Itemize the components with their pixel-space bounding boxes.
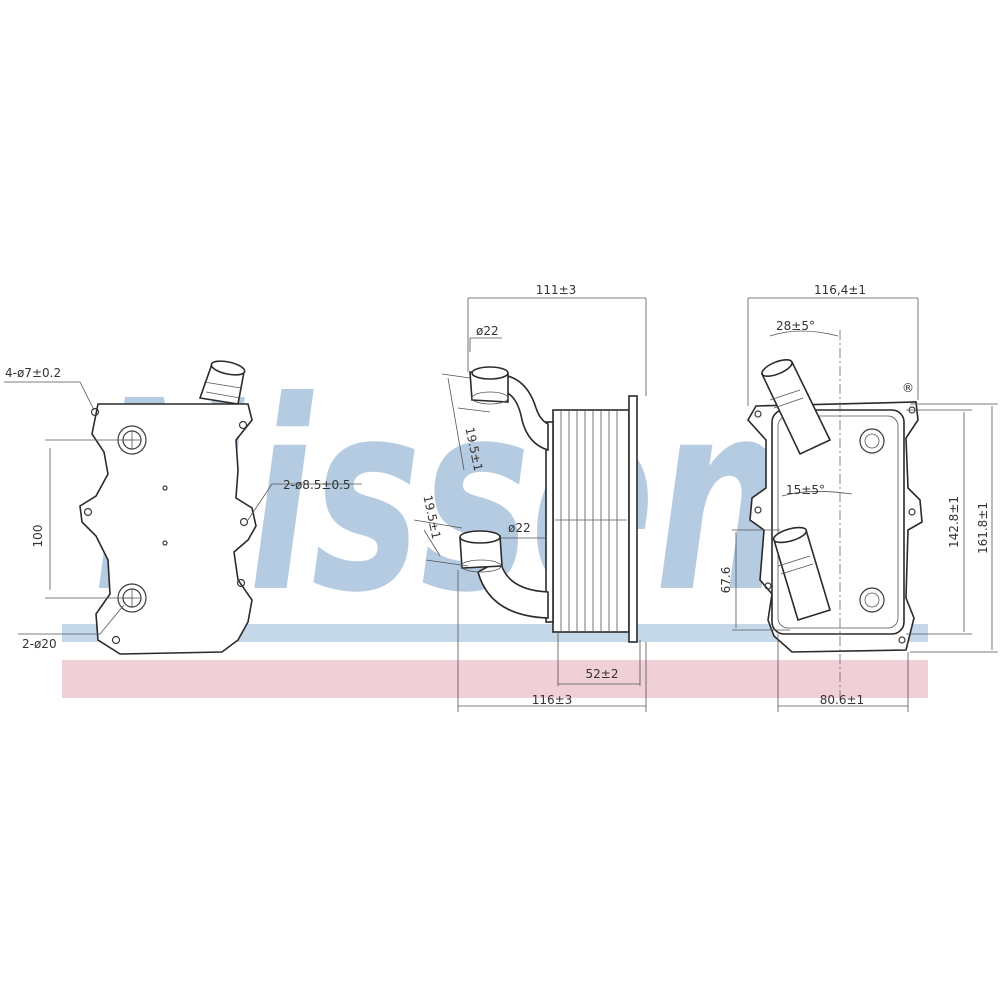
front-ports-label: 2-ø20 xyxy=(22,637,57,651)
rear-port-spacing: 67.6 xyxy=(719,567,733,594)
side-plate-stack xyxy=(545,395,638,643)
rear-top-width: 116,4±1 xyxy=(814,283,866,297)
side-top-width: 111±3 xyxy=(536,283,577,297)
rear-inner-height: 142.8±1 xyxy=(947,496,961,548)
rear-outer-height: 161.8±1 xyxy=(976,502,990,554)
front-mounting-holes xyxy=(83,407,249,645)
watermark-band-blue xyxy=(62,624,928,642)
rear-view: 116,4±1 28±5° 15±5° 142.8±1 161.8±1 67.6… xyxy=(719,283,998,712)
front-top-pipe xyxy=(198,360,246,405)
front-holes-label: 4-ø7±0.2 xyxy=(5,366,61,380)
side-view: 111±3 ø22 19.5±1 19.5±1 ø22 52±2 116±3 xyxy=(413,283,647,712)
rear-bolts xyxy=(754,406,916,644)
side-overall-width: 116±3 xyxy=(532,693,573,707)
front-body-plate xyxy=(79,403,257,655)
side-upper-pipe-dia: ø22 xyxy=(476,324,499,338)
front-side-holes-label: 2-ø8.5±0.5 xyxy=(283,478,351,492)
side-upper-pipe xyxy=(469,366,549,452)
rear-lower-pipe xyxy=(772,526,831,622)
front-pitch-label: 100 xyxy=(31,525,45,548)
watermark-registered-mark: ® xyxy=(902,381,914,395)
watermark-band-pink xyxy=(62,660,928,698)
side-lower-pipe xyxy=(459,530,549,619)
side-lower-pipe-dia: ø22 xyxy=(508,521,531,535)
side-stack-width: 52±2 xyxy=(586,667,619,681)
rear-bottom-width: 80.6±1 xyxy=(820,693,864,707)
rear-upper-pipe xyxy=(760,359,832,456)
front-view: 4-ø7±0.2 2-ø8.5±0.5 100 2-ø20 xyxy=(4,360,362,655)
rear-angle-top: 28±5° xyxy=(776,319,815,333)
rear-angle-mid: 15±5° xyxy=(786,483,825,497)
